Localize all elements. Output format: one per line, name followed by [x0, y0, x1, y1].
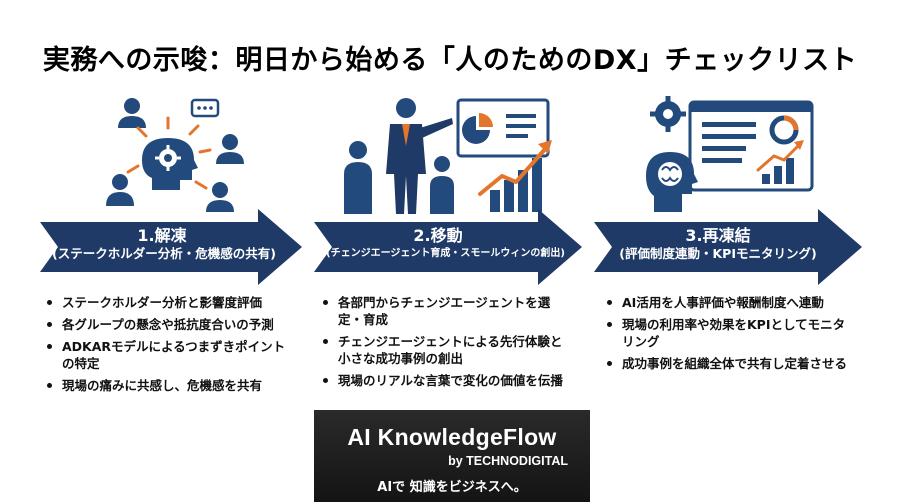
- brand-tagline: AIで 知識をビジネスへ。: [377, 480, 527, 495]
- step-arrow-2: [314, 209, 582, 285]
- list-item: 成功事例を組織全体で共有し定着させる: [604, 355, 850, 372]
- step-2-number: 2.移動: [413, 226, 463, 245]
- list-item: 各グループの懸念や抵抗度合いの予測: [44, 316, 292, 333]
- list-item: ステークホルダー分析と影響度評価: [44, 294, 292, 311]
- list-item: ADKARモデルによるつまずきポイントの特定: [44, 338, 292, 372]
- list-item: AI活用を人事評価や報酬制度へ連動: [604, 294, 850, 311]
- step-3-subtitle: (評価制度連動・KPIモニタリング): [619, 246, 817, 261]
- presenter-growth-chart-icon: [340, 94, 560, 222]
- step-3-bullets: AI活用を人事評価や報酬制度へ連動 現場の利用率や効果をKPIとしてモニタリング…: [604, 294, 850, 377]
- list-item: 現場のリアルな言葉で変化の価値を伝播: [320, 372, 574, 389]
- step-2-bullets: 各部門からチェンジエージェントを選定・育成 チェンジエージェントによる先行体験と…: [320, 294, 574, 394]
- step-1-subtitle: (ステークホルダー分析・危機感の共有): [52, 246, 276, 261]
- step-1-label: 1.解凍 (ステークホルダー分析・危機感の共有): [52, 226, 276, 262]
- step-arrow-1: [40, 209, 302, 285]
- step-arrows: [40, 209, 862, 285]
- brand-banner: AI KnowledgeFlow by TECHNODIGITAL AIで 知識…: [314, 410, 590, 502]
- list-item: チェンジエージェントによる先行体験と小さな成功事例の創出: [320, 333, 574, 367]
- brand-byline: by TECHNODIGITAL: [448, 454, 568, 468]
- list-item: 現場の痛みに共感し、危機感を共有: [44, 377, 292, 394]
- step-2-subtitle: (チェンジエージェント育成・スモールウィンの創出): [326, 248, 565, 259]
- page-title: 実務への示唆：明日から始める「人のためのDX」チェックリスト: [42, 45, 858, 76]
- step-1-bullets: ステークホルダー分析と影響度評価 各グループの懸念や抵抗度合いの予測 ADKAR…: [44, 294, 292, 399]
- step-2-label: 2.移動 (チェンジエージェント育成・スモールウィンの創出): [326, 226, 565, 262]
- step-3-number: 3.再凍結: [685, 226, 751, 245]
- step-3-label: 3.再凍結 (評価制度連動・KPIモニタリング): [606, 226, 830, 262]
- ai-dashboard-kpi-icon: [646, 94, 816, 222]
- step-arrow-3: [594, 209, 862, 285]
- brand-title: AI KnowledgeFlow: [347, 424, 557, 450]
- list-item: 各部門からチェンジエージェントを選定・育成: [320, 294, 574, 328]
- step-1-number: 1.解凍: [137, 226, 187, 245]
- people-network-brain-icon: [92, 94, 252, 222]
- list-item: 現場の利用率や効果をKPIとしてモニタリング: [604, 316, 850, 350]
